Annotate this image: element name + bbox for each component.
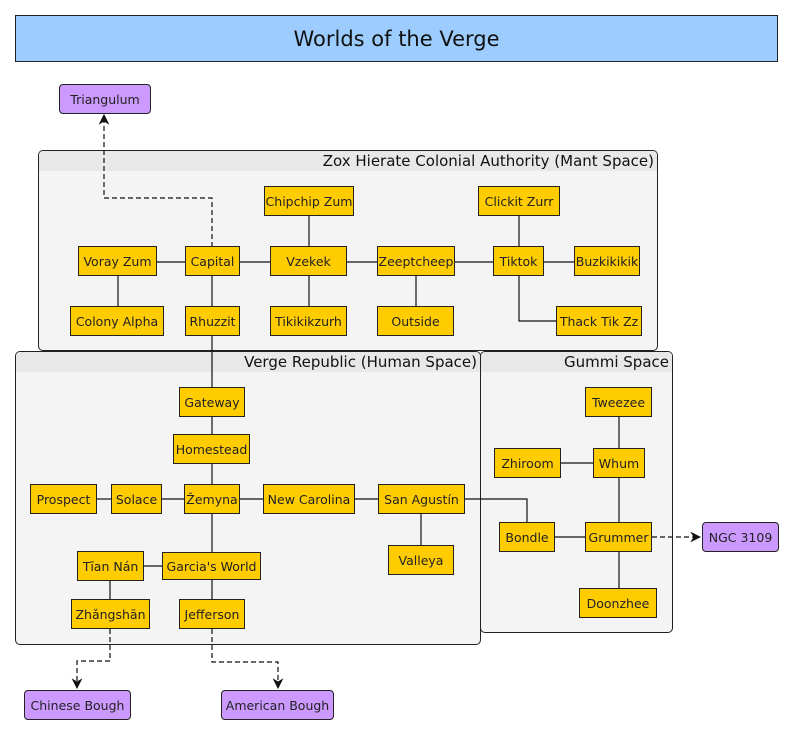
world-whum[interactable]: Whum: [593, 448, 645, 478]
world-vzekek[interactable]: Vzekek: [270, 246, 347, 276]
world-label: Homestead: [175, 441, 248, 457]
world-tikikikzurh[interactable]: Tikikikzurh: [270, 306, 347, 336]
world-label: Clickit Zurr: [484, 193, 554, 209]
world-label: Bondle: [505, 529, 549, 545]
external-ngc-3109-label: NGC 3109: [708, 529, 773, 545]
world-grummer[interactable]: Grummer: [585, 522, 652, 552]
world-label: Žemyna: [186, 491, 238, 507]
external-ngc-3109[interactable]: NGC 3109: [702, 522, 779, 552]
world-label: Buzkikikik: [575, 253, 639, 269]
world-prospect[interactable]: Prospect: [30, 484, 97, 514]
external-american-bough-label: American Bough: [225, 697, 330, 713]
world-bondle[interactable]: Bondle: [499, 522, 555, 552]
world-label: Garcia's World: [166, 558, 257, 574]
world-tweezee[interactable]: Tweezee: [585, 387, 652, 417]
world-zhiroom[interactable]: Zhiroom: [494, 448, 561, 478]
world-zhangshan[interactable]: Zhǎngshān: [71, 599, 150, 629]
world-gateway[interactable]: Gateway: [179, 387, 245, 417]
world-label: Colony Alpha: [75, 313, 159, 329]
world-label: Grummer: [588, 529, 649, 545]
world-zeeptcheep[interactable]: Zeeptcheep: [377, 246, 455, 276]
external-american-bough[interactable]: American Bough: [221, 690, 334, 720]
world-label: Outside: [391, 313, 440, 329]
world-label: Zeeptcheep: [378, 253, 454, 269]
world-label: Tikikikzurh: [275, 313, 342, 329]
external-triangulum-label: Triangulum: [70, 91, 140, 107]
world-colony-alpha[interactable]: Colony Alpha: [70, 306, 164, 336]
world-label: Tīan Nán: [82, 558, 139, 574]
world-doonzhee[interactable]: Doonzhee: [579, 588, 657, 618]
external-chinese-bough-label: Chinese Bough: [30, 697, 125, 713]
group-human-space-label: Verge Republic (Human Space): [16, 352, 480, 372]
world-outside[interactable]: Outside: [377, 306, 454, 336]
group-gummi-space-label: Gummi Space: [481, 352, 672, 372]
world-label: Tiktok: [499, 253, 538, 269]
world-solace[interactable]: Solace: [111, 484, 162, 514]
external-chinese-bough[interactable]: Chinese Bough: [24, 690, 131, 720]
world-label: Zhǎngshān: [75, 606, 146, 622]
world-zemyna[interactable]: Žemyna: [184, 484, 240, 514]
world-tian-nan[interactable]: Tīan Nán: [77, 551, 144, 581]
world-label: Prospect: [36, 491, 91, 507]
world-label: Valleya: [398, 552, 444, 568]
world-voray-zum[interactable]: Voray Zum: [78, 246, 157, 276]
world-chipchip-zum[interactable]: Chipchip Zum: [264, 186, 354, 216]
world-tiktok[interactable]: Tiktok: [493, 246, 544, 276]
world-label: Zhiroom: [501, 455, 554, 471]
world-label: Whum: [598, 455, 640, 471]
world-capital[interactable]: Capital: [185, 246, 240, 276]
world-thack-tik-zz[interactable]: Thack Tik Zz: [556, 306, 642, 336]
world-label: Vzekek: [286, 253, 331, 269]
world-valleya[interactable]: Valleya: [388, 545, 454, 575]
external-triangulum[interactable]: Triangulum: [59, 84, 151, 114]
world-label: Capital: [190, 253, 235, 269]
world-new-carolina[interactable]: New Carolina: [263, 484, 355, 514]
diagram-title-text: Worlds of the Verge: [293, 26, 500, 51]
world-jefferson[interactable]: Jefferson: [179, 599, 245, 629]
world-buzkikikik[interactable]: Buzkikikik: [574, 246, 640, 276]
world-label: Tweezee: [591, 394, 646, 410]
world-clickit-zurr[interactable]: Clickit Zurr: [478, 186, 560, 216]
world-label: Rhuzzit: [189, 313, 236, 329]
world-label: New Carolina: [267, 491, 351, 507]
world-label: Voray Zum: [83, 253, 152, 269]
world-label: Solace: [115, 491, 158, 507]
world-label: Doonzhee: [586, 595, 650, 611]
group-mant-space-label: Zox Hierate Colonial Authority (Mant Spa…: [39, 151, 657, 171]
world-label: Chipchip Zum: [265, 193, 353, 209]
world-label: San Agustín: [384, 491, 459, 507]
world-label: Gateway: [184, 394, 240, 410]
diagram-title: Worlds of the Verge: [15, 15, 778, 62]
world-garcias-world[interactable]: Garcia's World: [162, 552, 261, 580]
world-rhuzzit[interactable]: Rhuzzit: [185, 306, 240, 336]
world-label: Thack Tik Zz: [559, 313, 639, 329]
world-san-agustin[interactable]: San Agustín: [378, 484, 465, 514]
world-label: Jefferson: [184, 606, 240, 622]
world-homestead[interactable]: Homestead: [173, 434, 250, 464]
